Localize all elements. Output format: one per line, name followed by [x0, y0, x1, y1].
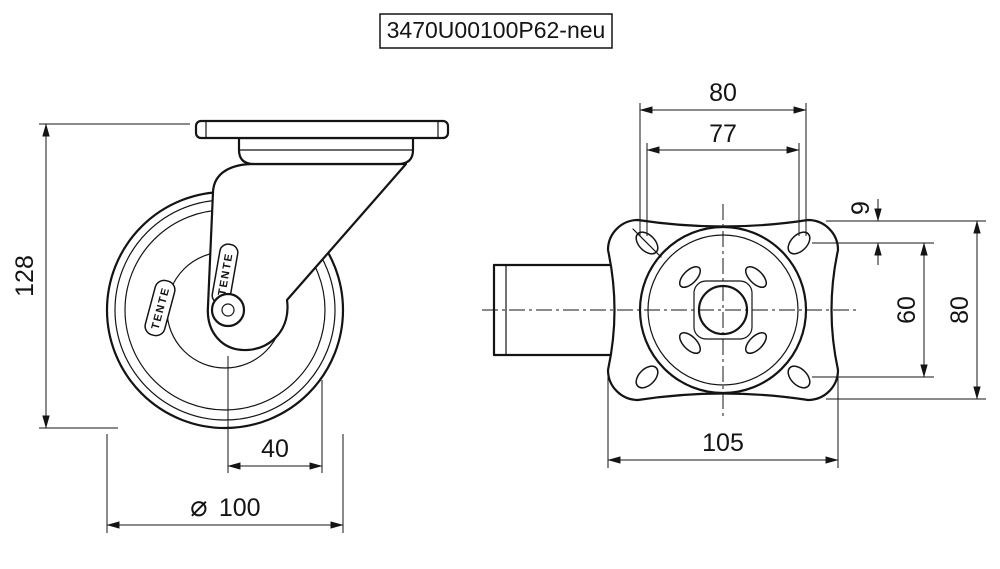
dim-hole-spacing-h: 77	[709, 120, 737, 148]
diameter-symbol: ⌀	[189, 491, 207, 523]
dim-wheel-diameter: ⌀100	[189, 491, 260, 523]
center-slot-nw	[678, 265, 702, 289]
axle-bolt	[210, 292, 246, 328]
hub-brand-label: TENTE	[144, 279, 176, 337]
top-plate	[194, 119, 450, 140]
plate-view	[482, 204, 858, 416]
title-block: 3470U00100P62-neu	[379, 13, 613, 49]
part-number: 3470U00100P62-neu	[387, 17, 606, 43]
dim-edge-to-hole: 9	[847, 201, 875, 215]
bolt-slot-top-right	[787, 231, 811, 255]
axle-bolt-center	[221, 303, 235, 317]
swivel-fork	[206, 162, 408, 352]
dimensions: 128 40 ⌀100 80 77 9 60 80	[11, 79, 986, 533]
dim-overall-height: 128	[11, 255, 39, 297]
title-box	[379, 13, 613, 49]
center-slot-se	[744, 331, 768, 355]
dim-plate-width: 105	[702, 429, 744, 457]
dim-plate-height: 80	[946, 296, 974, 324]
mounting-plate	[606, 218, 840, 402]
bolt-slot-bottom-left	[635, 365, 659, 389]
side-view: TENTE TENTE	[105, 119, 450, 430]
swivel-raceway	[237, 136, 415, 166]
dim-swivel-offset: 40	[261, 435, 289, 463]
dim-hole-spacing-v: 60	[893, 296, 921, 324]
bolt-slot-mark	[632, 228, 662, 258]
dim-bolt-pattern-max: 80	[709, 79, 737, 107]
